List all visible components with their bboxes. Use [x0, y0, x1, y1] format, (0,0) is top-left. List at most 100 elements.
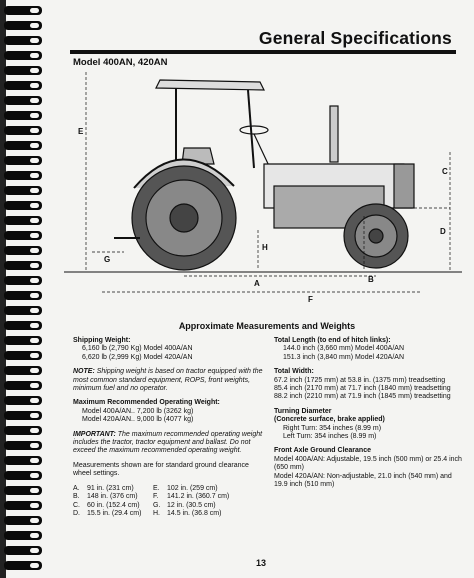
binding-loop	[4, 96, 42, 105]
measurement-letter: B.	[73, 493, 80, 501]
steering-column	[253, 133, 271, 169]
max-weight-line: Model 420A/AN.. 9,000 lb (4077 kg)	[82, 416, 194, 424]
measurement-value: 12 in. (30.5 cm)	[167, 501, 216, 509]
binding-loop	[4, 261, 42, 270]
max-weight-title: Maximum Recommended Operating Weight:	[73, 399, 220, 407]
binding-loop	[4, 351, 42, 360]
note-block: NOTE: Shipping weight is based on tracto…	[73, 368, 263, 393]
max-weight-block: Maximum Recommended Operating Weight: Mo…	[73, 399, 263, 424]
measurement-value: 148 in. (376 cm)	[87, 493, 138, 501]
measurement-letter: C.	[73, 501, 80, 509]
measurement-value: 14.5 in. (36.8 cm)	[167, 509, 222, 517]
binding-loop	[4, 291, 42, 300]
measurement-letter: H.	[153, 509, 160, 517]
important-text: The maximum recommended operating weight…	[73, 430, 263, 455]
grille	[393, 163, 415, 209]
binding-loop	[4, 81, 42, 90]
turning-subtitle: (Concrete surface, brake applied)	[274, 416, 385, 424]
binding-loop	[4, 456, 42, 465]
binding-loop	[4, 231, 42, 240]
binding-loop	[4, 486, 42, 495]
turning-line: Right Turn: 354 inches (8.99 m)	[283, 424, 382, 432]
binding-loop	[4, 21, 42, 30]
turning-title: Turning Diameter	[274, 407, 332, 415]
clearance-title: Front Axle Ground Clearance	[274, 447, 371, 455]
section-heading: Approximate Measurements and Weights	[178, 321, 356, 331]
shipping-weight-block: Shipping Weight: 6,160 lb (2,790 Kg) Mod…	[73, 337, 263, 362]
label-a: A	[254, 279, 260, 288]
steering-wheel	[239, 125, 269, 135]
total-length-line: 151.3 inch (3,840 mm) Model 420A/AN	[283, 353, 405, 361]
page-title: General Specifications	[258, 28, 452, 48]
shipping-weight-line: 6,160 lb (2,790 Kg) Model 400A/AN	[82, 345, 193, 353]
binding-loop	[4, 516, 42, 525]
label-g: G	[104, 255, 110, 264]
max-weight-line: Model 400A/AN.. 7,200 lb (3262 kg)	[82, 407, 194, 415]
measurement-letter: D.	[73, 509, 80, 517]
binding-loop	[4, 6, 42, 15]
binding-loop	[4, 156, 42, 165]
binding-loop	[4, 366, 42, 375]
rops-post-right	[247, 89, 255, 169]
binding-loop	[4, 336, 42, 345]
binding-loop	[4, 546, 42, 555]
tractor-diagram: E C D A F G H B	[64, 72, 462, 304]
measurement-value: 91 in. (231 cm)	[87, 484, 134, 492]
binding-loop	[4, 411, 42, 420]
shipping-weight-line: 6,620 lb (2,999 Kg) Model 420A/AN	[82, 353, 193, 361]
label-c: C	[442, 167, 448, 176]
binding-loop	[4, 426, 42, 435]
important-block: IMPORTANT: The maximum recommended opera…	[73, 431, 263, 456]
binding-loop	[4, 36, 42, 45]
binding-loop	[4, 246, 42, 255]
shipping-weight-title: Shipping Weight:	[73, 337, 131, 344]
left-column: Shipping Weight: 6,160 lb (2,790 Kg) Mod…	[73, 337, 263, 518]
label-b: B	[368, 275, 374, 284]
binding-loop	[4, 441, 42, 450]
binding-loop	[4, 186, 42, 195]
clearance-block: Front Axle Ground Clearance Model 400A/A…	[274, 447, 466, 489]
binding-loop	[4, 381, 42, 390]
header-rule	[70, 50, 456, 54]
clearance-line: Model 400A/AN: Adjustable, 19.5 inch (50…	[274, 455, 462, 472]
binding-loop	[4, 66, 42, 75]
measurements-note: Measurements shown are for standard grou…	[73, 461, 249, 478]
label-f: F	[308, 295, 313, 304]
total-width-title: Total Width:	[274, 368, 314, 376]
measurement-letter: G.	[153, 501, 161, 509]
label-d: D	[440, 227, 446, 236]
total-width-line: 67.2 inch (1725 mm) at 53.8 in. (1375 mm…	[274, 376, 446, 384]
binding-loop	[4, 126, 42, 135]
measurement-letter: A.	[73, 484, 80, 492]
measurement-value: 141.2 in. (360.7 cm)	[167, 493, 230, 501]
rear-hub	[169, 203, 199, 233]
total-length-block: Total Length (to end of hitch links): 14…	[274, 337, 466, 362]
spiral-binding	[0, 0, 46, 578]
page-number: 13	[256, 558, 267, 568]
binding-loop	[4, 561, 42, 570]
important-lead: IMPORTANT:	[73, 430, 116, 438]
front-hub	[368, 228, 384, 244]
binding-loop	[4, 141, 42, 150]
binding-loop	[4, 201, 42, 210]
binding-strip	[0, 0, 6, 578]
binding-loop	[4, 471, 42, 480]
total-width-block: Total Width: 67.2 inch (1725 mm) at 53.8…	[274, 368, 466, 402]
total-length-line: 144.0 inch (3,660 mm) Model 400A/AN	[283, 345, 405, 353]
turning-diameter-block: Turning Diameter (Concrete surface, brak…	[274, 408, 466, 442]
model-title: Model 400AN, 420AN	[73, 57, 168, 68]
note-text: Shipping weight is based on tractor equi…	[73, 368, 263, 393]
binding-loop	[4, 171, 42, 180]
measurement-value: 15.5 in. (29.4 cm)	[87, 509, 142, 517]
total-length-title: Total Length (to end of hitch links):	[274, 337, 391, 344]
binding-loop	[4, 501, 42, 510]
measurements-table: A. 91 in. (231 cm) E. 102 in. (259 cm) B…	[73, 485, 263, 519]
label-h: H	[262, 243, 268, 252]
total-width-line: 88.2 inch (2210 mm) at 71.9 inch (1845 m…	[274, 393, 451, 401]
exhaust-pipe	[329, 105, 339, 163]
clearance-line: Model 420A/AN: Non-adjustable, 21.0 inch…	[274, 472, 452, 489]
measurement-letter: F.	[153, 493, 159, 501]
binding-loop	[4, 276, 42, 285]
measurement-value: 102 in. (259 cm)	[167, 484, 218, 492]
